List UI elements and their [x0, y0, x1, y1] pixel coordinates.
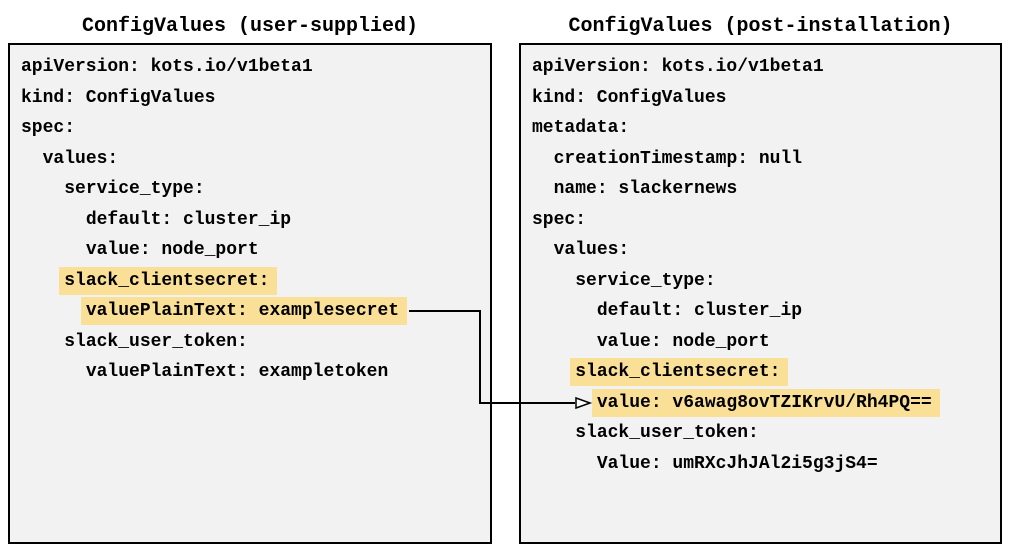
code-text: values: — [42, 148, 119, 169]
code-line: apiVersion: kots.io/v1beta1 — [21, 52, 486, 83]
code-line: slack_user_token: — [532, 418, 996, 449]
code-line: valuePlainText: examplesecret — [21, 296, 486, 327]
code-line: kind: ConfigValues — [532, 83, 996, 114]
code-line: apiVersion: kots.io/v1beta1 — [532, 52, 996, 83]
code-block-user-supplied: apiVersion: kots.io/v1beta1 kind: ConfigV… — [10, 45, 490, 388]
code-text: value: node_port — [85, 240, 259, 260]
panel-post-installation: apiVersion: kots.io/v1beta1 kind: ConfigV… — [519, 43, 1002, 544]
code-text: valuePlainText: exampletoken — [85, 362, 389, 382]
code-line: values: — [532, 235, 996, 266]
code-line: kind: ConfigValues — [21, 83, 486, 114]
code-text: service_type: — [575, 270, 716, 291]
code-line: spec: — [21, 113, 486, 144]
code-line: slack_user_token: — [21, 327, 486, 358]
code-line: value: v6awag8ovTZIKrvU/Rh4PQ== — [532, 388, 996, 419]
panel-title-user-supplied: ConfigValues (user-supplied) — [81, 15, 419, 38]
code-text: Value: umRXcJhJAl2i5g3jS4= — [596, 453, 878, 474]
code-block-post-installation: apiVersion: kots.io/v1beta1 kind: ConfigV… — [521, 45, 1000, 479]
code-text: default: cluster_ip — [85, 209, 292, 230]
code-text: spec: — [21, 118, 76, 138]
code-text: metadata: — [532, 118, 630, 138]
panel-title-post-installation: ConfigValues (post-installation) — [568, 15, 953, 38]
code-line: spec: — [532, 205, 996, 236]
code-line: slack_clientsecret: — [21, 266, 486, 297]
code-line: slack_clientsecret: — [532, 357, 996, 388]
highlighted-code-text: valuePlainText: examplesecret — [80, 297, 408, 325]
code-text: slack_user_token: — [64, 331, 248, 352]
code-line: default: cluster_ip — [532, 296, 996, 327]
code-line: creationTimestamp: null — [532, 144, 996, 175]
code-text: default: cluster_ip — [596, 301, 803, 321]
code-line: service_type: — [532, 266, 996, 297]
code-text: kind: ConfigValues — [532, 87, 727, 108]
code-text: kind: ConfigValues — [21, 87, 216, 108]
code-text: values: — [553, 240, 630, 260]
code-line: service_type: — [21, 174, 486, 205]
panel-user-supplied: apiVersion: kots.io/v1beta1 kind: ConfigV… — [8, 43, 492, 544]
code-line: value: node_port — [21, 235, 486, 266]
highlighted-code-text: slack_clientsecret: — [570, 358, 789, 386]
code-text: name: slackernews — [553, 179, 738, 199]
code-text: slack_user_token: — [575, 423, 759, 443]
code-text: spec: — [532, 209, 587, 230]
code-line: valuePlainText: exampletoken — [21, 357, 486, 388]
code-line: values: — [21, 144, 486, 175]
highlighted-code-text: value: v6awag8ovTZIKrvU/Rh4PQ== — [591, 388, 940, 417]
code-text: creationTimestamp: null — [553, 148, 803, 169]
highlighted-code-text: slack_clientsecret: — [59, 266, 278, 295]
code-text: value: node_port — [596, 331, 770, 352]
code-text: apiVersion: kots.io/v1beta1 — [532, 57, 824, 77]
code-line: metadata: — [532, 113, 996, 144]
code-text: service_type: — [64, 179, 205, 199]
code-line: Value: umRXcJhJAl2i5g3jS4= — [532, 449, 996, 480]
code-line: value: node_port — [532, 327, 996, 358]
code-line: name: slackernews — [532, 174, 996, 205]
code-text: apiVersion: kots.io/v1beta1 — [21, 57, 313, 77]
code-line: default: cluster_ip — [21, 205, 486, 236]
